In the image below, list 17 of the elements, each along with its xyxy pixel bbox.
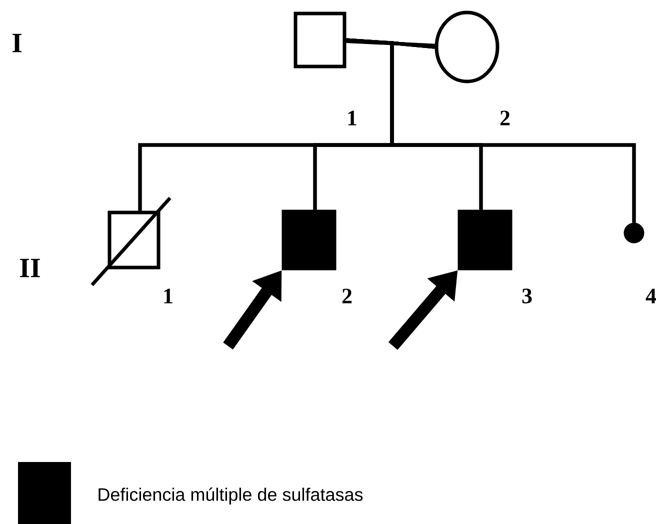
affected-male-square (282, 210, 336, 270)
male-square (294, 12, 346, 68)
deceased-male-square (90, 196, 172, 286)
affected-male-square (458, 210, 512, 270)
marriage-line (346, 40, 435, 48)
individual-number: 2 (500, 110, 510, 126)
generation-label: II (20, 258, 40, 278)
individual-number: 2 (342, 288, 352, 304)
individual-number: 3 (522, 288, 532, 304)
individual-number: 4 (646, 288, 656, 304)
individual-number: 1 (164, 288, 172, 304)
individual-number: 1 (348, 110, 356, 126)
female-circle (434, 10, 500, 84)
small-circle (624, 222, 644, 244)
descent-line (390, 41, 636, 223)
generation-label: I (12, 34, 22, 52)
legend-text: Deficiencia múltiple de sulfatasas (98, 488, 363, 504)
